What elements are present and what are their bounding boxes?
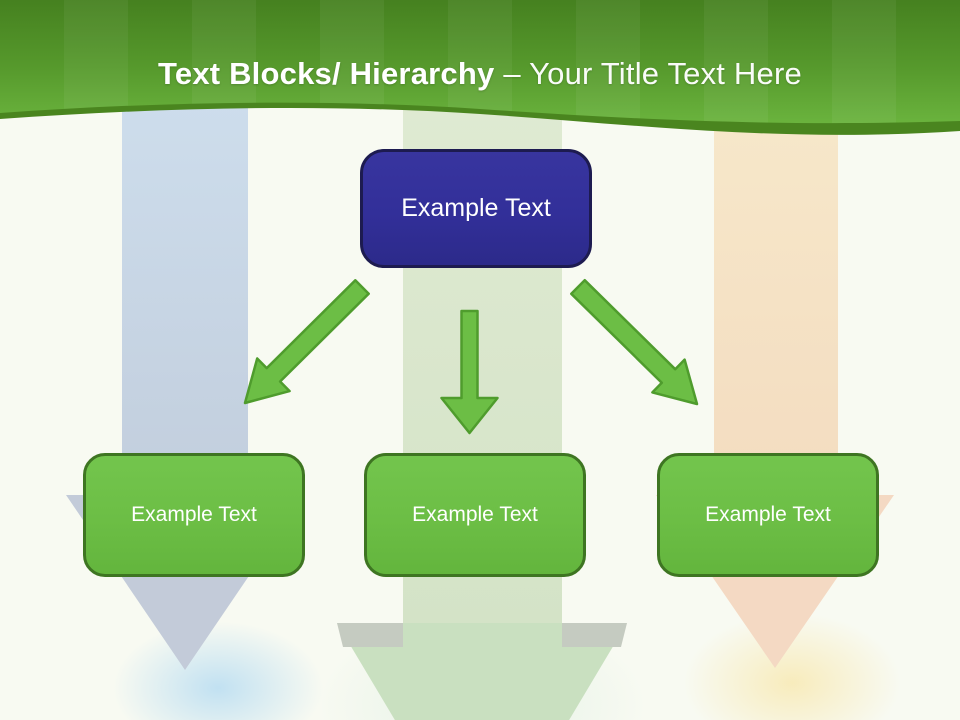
arrow-down-right-icon bbox=[570, 278, 699, 406]
child-text-block-3: Example Text bbox=[657, 453, 879, 577]
child-text-block-3-label: Example Text bbox=[705, 503, 831, 526]
slide-title: Text Blocks/ Hierarchy– Your Title Text … bbox=[0, 54, 960, 94]
slide-title-sub: – Your Title Text Here bbox=[503, 56, 802, 91]
root-text-block: Example Text bbox=[360, 149, 592, 268]
child-text-block-2-label: Example Text bbox=[412, 503, 538, 526]
child-text-block-1: Example Text bbox=[83, 453, 305, 577]
header-banner-wave bbox=[0, 0, 960, 135]
child-text-block-2: Example Text bbox=[364, 453, 586, 577]
root-text-block-label: Example Text bbox=[401, 194, 551, 222]
arrow-down-left-icon bbox=[243, 279, 370, 405]
arrow-down-icon bbox=[440, 309, 499, 435]
slide-title-main: Text Blocks/ Hierarchy bbox=[158, 56, 495, 91]
child-text-block-1-label: Example Text bbox=[131, 503, 257, 526]
